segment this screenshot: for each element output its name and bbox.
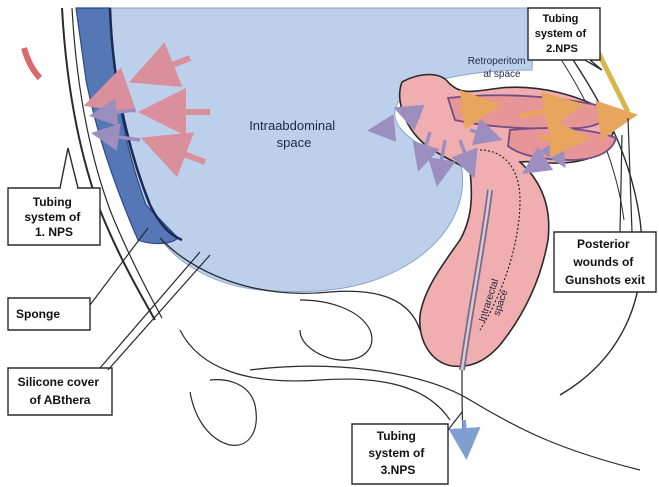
svg-text:Sponge: Sponge bbox=[16, 307, 60, 321]
svg-text:Posterior wounds of: Posterior wounds of Gunshots exit bbox=[565, 237, 645, 287]
callout-tubing-2: Tubing system of 2.NPS bbox=[528, 8, 602, 70]
gunshot-channel-lower bbox=[508, 128, 616, 160]
tubing-3-outflow-arrow bbox=[464, 420, 466, 452]
